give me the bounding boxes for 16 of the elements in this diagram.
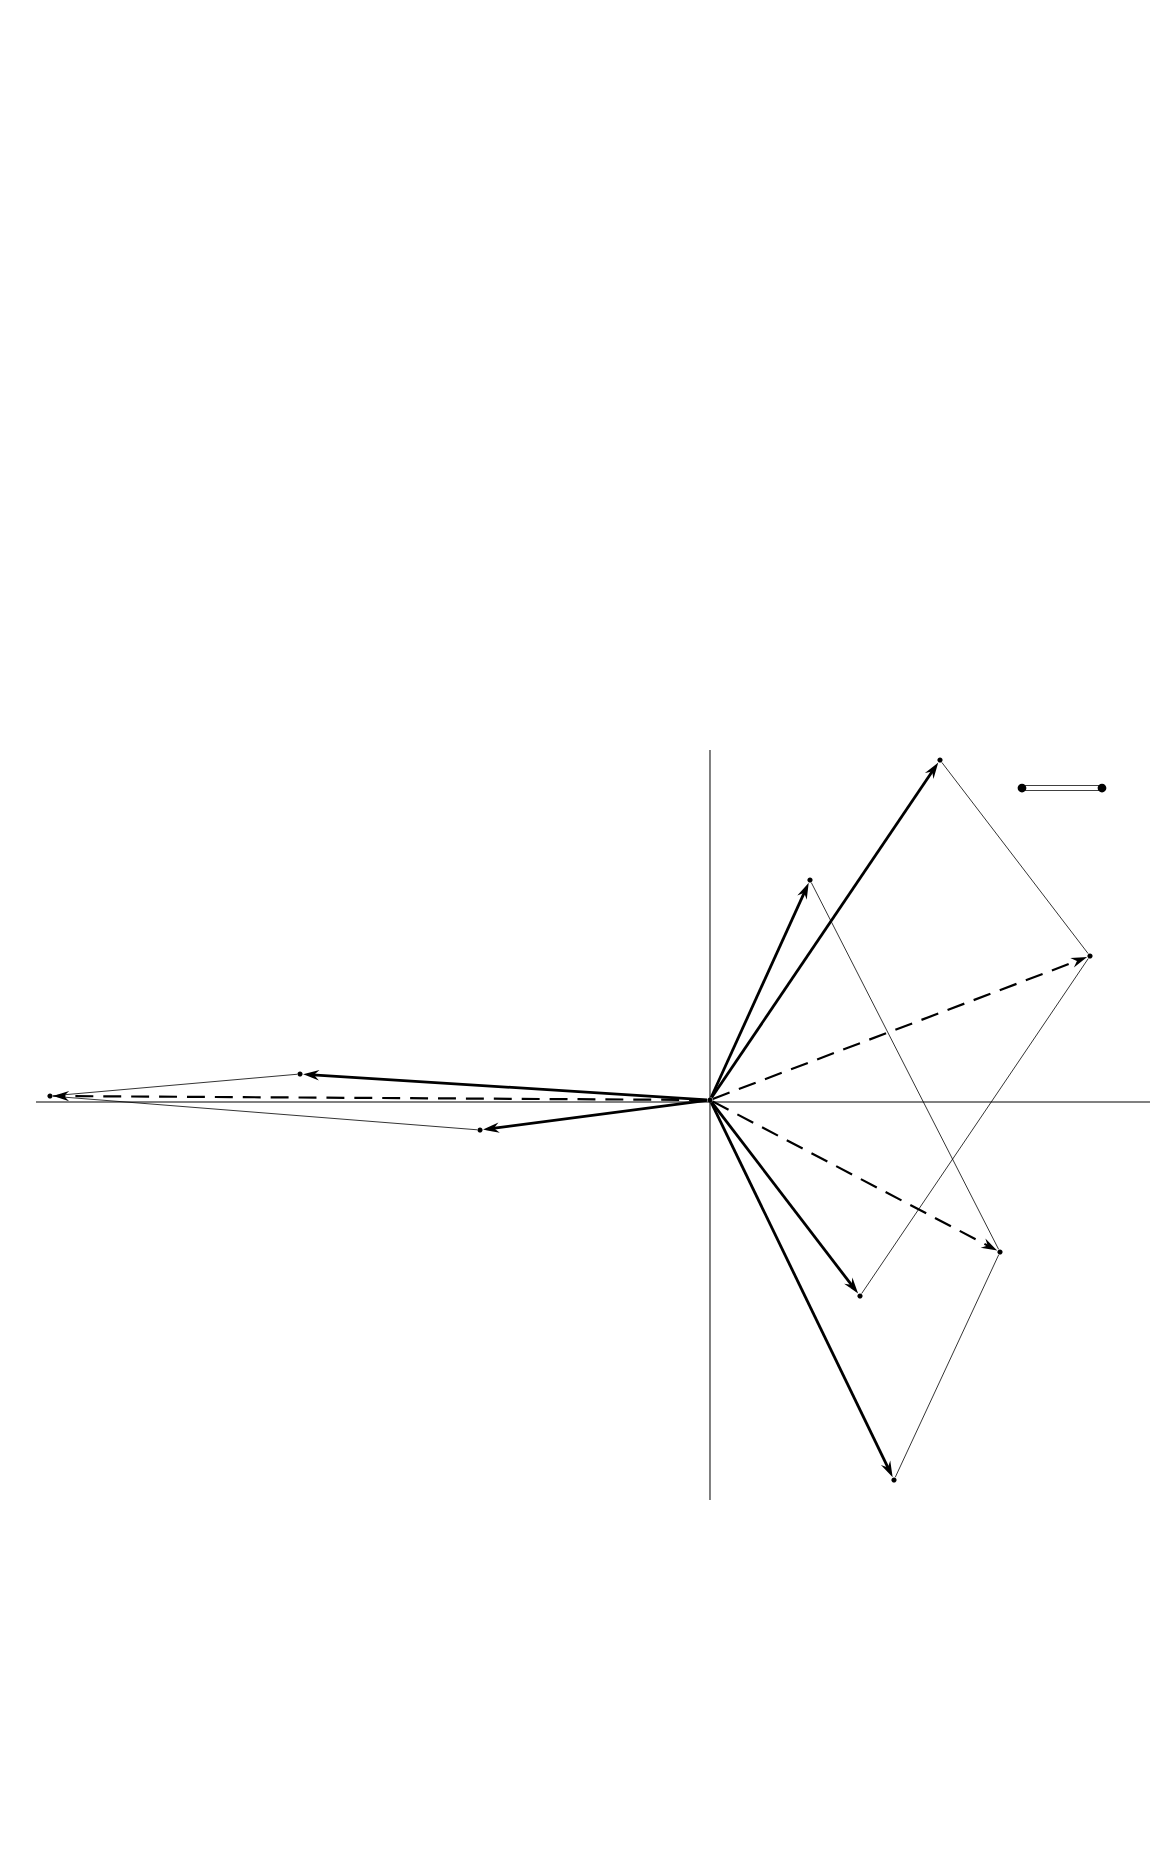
vector-point bbox=[937, 757, 943, 763]
construction-line bbox=[941, 762, 1089, 955]
construction-line bbox=[894, 1254, 1000, 1478]
vector-point bbox=[1087, 953, 1093, 959]
vector-point bbox=[891, 1477, 897, 1483]
construction-line bbox=[52, 1095, 478, 1131]
vector-point bbox=[707, 1097, 713, 1103]
construction-line bbox=[52, 1073, 298, 1097]
vector-point bbox=[857, 1293, 863, 1299]
vector-point bbox=[47, 1093, 53, 1099]
vector-point bbox=[297, 1071, 303, 1077]
vector-point bbox=[997, 1249, 1003, 1255]
construction-line bbox=[861, 958, 1089, 1294]
vector-point bbox=[807, 877, 813, 883]
construction-line bbox=[810, 882, 1000, 1250]
vector-point bbox=[477, 1127, 483, 1133]
